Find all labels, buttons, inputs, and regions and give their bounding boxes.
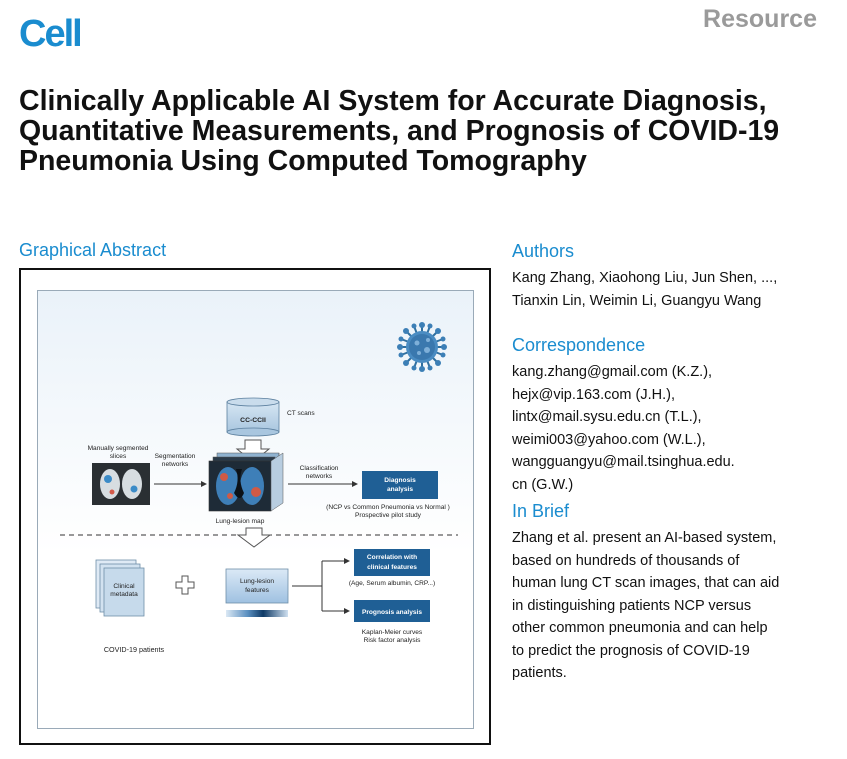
clinical-metadata-label-2: metadata <box>110 591 138 598</box>
journal-logo: Cell <box>19 13 83 55</box>
manual-slices-label-1: Manually segmented <box>88 445 149 452</box>
manual-slices-image <box>92 463 150 505</box>
diagnosis-note-2: Prospective pilot study <box>355 512 422 519</box>
diagnosis-label-2: analysis <box>387 486 413 493</box>
email-link[interactable]: wangguangyu@mail.tsinghua.edu. <box>512 454 735 470</box>
authors-line: Tianxin Lin, Weimin Li, Guangyu Wang <box>512 292 762 309</box>
ct-scans-label: CT scans <box>287 410 315 417</box>
email-link[interactable]: kang.zhang@gmail.com (K.Z.), <box>512 364 713 380</box>
classification-label-2: networks <box>306 473 333 480</box>
ct-database-icon: CC-CCII <box>226 397 280 437</box>
correspondence-heading: Correspondence <box>512 335 646 355</box>
lung-lesion-map-label: Lung-lesion map <box>216 518 265 525</box>
email-link[interactable]: weimi003@yahoo.com (W.L.), <box>512 431 706 448</box>
in-brief-line: based on hundreds of thousands of <box>512 552 740 569</box>
authors-heading: Authors <box>512 241 575 261</box>
correlation-label-1: Correlation with <box>367 554 417 561</box>
in-brief-line: human lung CT scan images, that can aid <box>512 575 780 591</box>
graphical-abstract-svg: CC-CCII CT scans Manually segmented slic… <box>60 322 458 654</box>
in-brief-line: Zhang et al. present an AI-based system, <box>512 530 777 546</box>
lung-lesion-features-label-2: features <box>245 587 270 594</box>
plus-icon <box>175 575 195 595</box>
email-link[interactable]: lintx@mail.sysu.edu.cn (T.L.), <box>512 409 702 425</box>
segmentation-label-2: networks <box>162 461 189 468</box>
lung-lesion-features-box <box>225 568 289 604</box>
graphical-abstract-frame: CC-CCII CT scans Manually segmented slic… <box>19 268 491 745</box>
correlation-label-2: clinical features <box>367 564 417 571</box>
branch-arrows <box>292 560 344 612</box>
lung-lesion-map-image <box>208 452 284 512</box>
diagnosis-analysis-box <box>362 471 438 499</box>
article-category: Resource <box>703 5 817 33</box>
in-brief-line: patients. <box>512 665 567 681</box>
diagnosis-label-1: Diagnosis <box>384 477 416 484</box>
manual-slices-label-2: slices <box>110 453 127 460</box>
prognosis-note-1: Kaplan-Meier curves <box>362 629 423 636</box>
lung-lesion-features-label-1: Lung-lesion <box>240 578 274 585</box>
authors-line: Kang Zhang, Xiaohong Liu, Jun Shen, ..., <box>512 270 778 286</box>
covid-patients-label: COVID-19 patients <box>104 645 165 654</box>
correlation-note: (Age, Serum albumin, CRP...) <box>349 580 435 587</box>
feature-heatmap-bar <box>226 610 288 617</box>
authors-section: Authors Kang Zhang, Xiaohong Liu, Jun Sh… <box>512 240 832 312</box>
prognosis-label: Prognosis analysis <box>362 609 422 616</box>
classification-label-1: Classification <box>300 465 339 472</box>
segmentation-label-1: Segmentation <box>155 453 196 460</box>
correspondence-section: Correspondence kang.zhang@gmail.com (K.Z… <box>512 334 832 496</box>
in-brief-heading: In Brief <box>512 501 570 521</box>
article-title: Clinically Applicable AI System for Accu… <box>19 85 780 177</box>
clinical-metadata-icon <box>95 559 145 617</box>
ct-database-label: CC-CCII <box>240 417 266 424</box>
diagnosis-note-1: (NCP vs Common Pneumonia vs Normal ) <box>326 504 450 511</box>
email-link[interactable]: hejx@vip.163.com (J.H.), <box>512 386 675 403</box>
in-brief-section: In Brief Zhang et al. present an AI-base… <box>512 500 832 685</box>
graphical-abstract-figure: CC-CCII CT scans Manually segmented slic… <box>37 290 474 729</box>
in-brief-line: in distinguishing patients NCP versus <box>512 597 752 614</box>
graphical-abstract-heading: Graphical Abstract <box>19 240 167 260</box>
correlation-box <box>354 549 430 576</box>
down-arrow-icon-2 <box>236 527 272 548</box>
clinical-metadata-label-1: Clinical <box>113 583 135 590</box>
in-brief-line: other common pneumonia and can help <box>512 620 768 636</box>
coronavirus-icon <box>397 322 447 372</box>
prognosis-box <box>354 600 430 622</box>
email-link[interactable]: cn (G.W.) <box>512 476 574 493</box>
prognosis-note-2: Risk factor analysis <box>364 637 422 644</box>
in-brief-line: to predict the prognosis of COVID-19 <box>512 642 750 659</box>
